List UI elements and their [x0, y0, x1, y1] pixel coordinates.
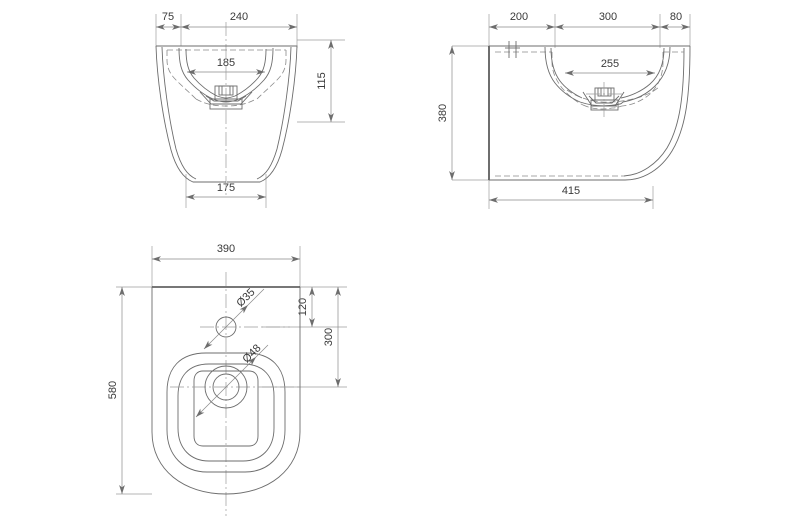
- dim-label-dia48: Ø48: [240, 342, 263, 365]
- dim-label-dia35: Ø35: [234, 286, 257, 309]
- dim-side-415: 415: [489, 185, 653, 203]
- front-body-outline-left: [155, 45, 226, 183]
- dim-label-390: 390: [217, 243, 235, 255]
- plan-dia35-leader: Ø35: [203, 286, 265, 350]
- front-bowl-inner: [185, 48, 267, 99]
- dim-plan-580: 580: [107, 287, 125, 494]
- dim-label-300-plan: 300: [323, 328, 335, 346]
- dim-label-580: 580: [107, 381, 119, 399]
- dim-front-115: 115: [316, 40, 334, 122]
- dim-label-300-side: 300: [599, 11, 617, 23]
- side-bowl-inner-rear: [550, 47, 583, 99]
- side-bowl-outline-rear: [544, 46, 581, 103]
- dim-side-80: 80: [660, 11, 690, 30]
- plan-view: 390 580 120 300: [107, 243, 347, 516]
- side-section-view: 200 300 80 380 255: [437, 11, 691, 209]
- side-hidden-bowl-front: [621, 52, 664, 107]
- dim-plan-120: 120: [297, 287, 315, 327]
- dim-label-240: 240: [230, 11, 248, 23]
- dim-label-255: 255: [601, 58, 619, 70]
- plan-seat-outline: [166, 352, 286, 473]
- dim-side-380: 380: [437, 46, 455, 180]
- front-skirt-inner-right: [256, 46, 292, 180]
- dim-label-75: 75: [162, 11, 174, 23]
- plan-extension-lines: [116, 246, 347, 495]
- dim-label-415: 415: [562, 185, 580, 197]
- dim-side-200: 200: [489, 11, 555, 30]
- dim-label-115: 115: [316, 72, 328, 90]
- dim-plan-300: 300: [323, 287, 341, 387]
- side-hidden-bowl-rear: [551, 52, 584, 106]
- dim-plan-390: 390: [152, 243, 300, 262]
- front-bowl-outline: [178, 47, 274, 103]
- front-hidden-rim-right: [256, 50, 287, 100]
- dim-front-240: 240: [181, 11, 297, 30]
- plan-bowl-rim-outline: [177, 363, 275, 462]
- dim-label-120: 120: [297, 298, 309, 316]
- plan-outer-outline: [151, 287, 301, 495]
- dim-side-255: 255: [565, 58, 655, 76]
- front-elevation-view: 75 240 115 185 175: [155, 11, 345, 208]
- dim-side-300: 300: [555, 11, 660, 30]
- front-body-outline: [156, 45, 298, 183]
- side-drain-detail: [582, 87, 625, 111]
- side-bowl-outline-front: [622, 46, 671, 103]
- dim-label-80: 80: [670, 11, 682, 23]
- side-fixing-marks: [505, 41, 520, 58]
- dim-front-75: 75: [156, 11, 181, 30]
- side-bowl-inner-front: [620, 47, 665, 99]
- dim-label-200: 200: [510, 11, 528, 23]
- side-hidden-bowl-base: [582, 104, 623, 110]
- front-extension-lines: [155, 14, 345, 208]
- plan-inner-well: [193, 370, 259, 447]
- side-front-profile: [489, 45, 691, 181]
- side-extension-lines: [452, 14, 691, 209]
- front-hidden-rim-left: [166, 50, 197, 100]
- side-front-profile-inner: [623, 47, 685, 177]
- front-skirt-inner-left: [161, 46, 197, 180]
- dim-label-380: 380: [437, 104, 449, 122]
- front-hidden-bowl: [195, 98, 257, 107]
- front-drain-detail: [199, 85, 253, 110]
